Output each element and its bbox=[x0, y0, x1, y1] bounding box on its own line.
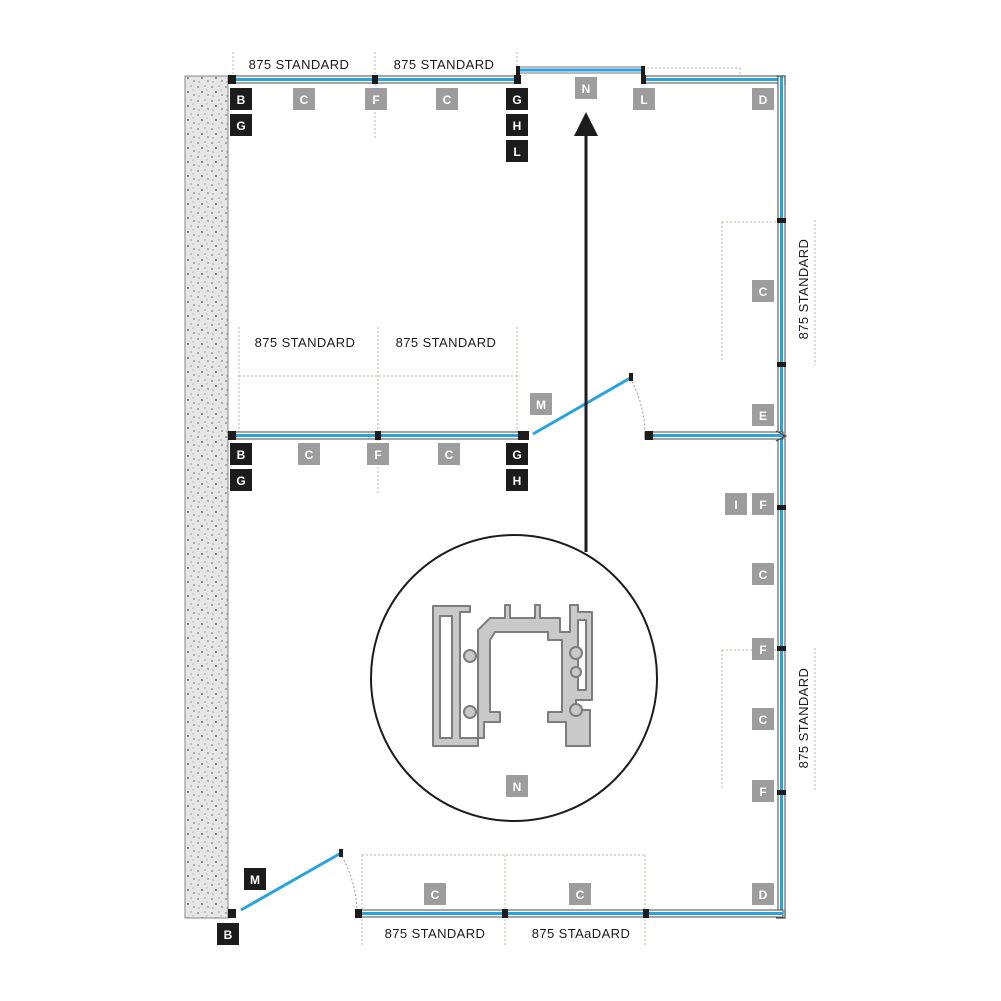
door-swing-arc-mid bbox=[629, 377, 646, 437]
tag-top-c1: C bbox=[293, 88, 315, 110]
tag-top-n: N bbox=[575, 77, 597, 99]
svg-text:N: N bbox=[513, 780, 522, 794]
svg-text:C: C bbox=[445, 448, 454, 462]
svg-text:M: M bbox=[536, 398, 546, 412]
door-swing-arc-bottom bbox=[339, 852, 358, 914]
tag-top-g2: G bbox=[506, 88, 528, 110]
dim-mid-2: 875 STANDARD bbox=[396, 335, 497, 350]
svg-text:F: F bbox=[759, 498, 766, 512]
corner-bottom-right bbox=[776, 909, 786, 919]
svg-text:L: L bbox=[640, 93, 647, 107]
tag-mid-c2: C bbox=[438, 443, 460, 465]
svg-text:G: G bbox=[512, 448, 521, 462]
partition-top-right bbox=[642, 75, 784, 84]
tag-mid-f: F bbox=[367, 443, 389, 465]
door-mid-leaf bbox=[532, 375, 633, 436]
svg-text:C: C bbox=[759, 568, 768, 582]
tag-bot-c1: C bbox=[424, 883, 446, 905]
tag-top-b: B bbox=[230, 88, 252, 110]
svg-text:G: G bbox=[236, 119, 245, 133]
tag-right-f3: F bbox=[752, 780, 774, 802]
svg-text:F: F bbox=[374, 448, 381, 462]
tag-bot-c2: C bbox=[569, 883, 591, 905]
dim-right-2: 875 STANDARD bbox=[796, 668, 811, 769]
tag-bot-d: D bbox=[752, 883, 774, 905]
tag-right-c2: C bbox=[752, 563, 774, 585]
tag-top-f: F bbox=[365, 88, 387, 110]
tag-right-f1: F bbox=[752, 493, 774, 515]
svg-text:G: G bbox=[236, 474, 245, 488]
tag-top-l1: L bbox=[506, 140, 528, 162]
tag-right-c1: C bbox=[752, 280, 774, 302]
svg-text:E: E bbox=[759, 409, 767, 423]
svg-text:C: C bbox=[431, 888, 440, 902]
dim-bottom-1: 875 STANDARD bbox=[385, 926, 486, 941]
tag-mid-m: M bbox=[530, 393, 552, 415]
dim-mid-1: 875 STANDARD bbox=[255, 335, 356, 350]
profile-section-icon bbox=[432, 604, 593, 747]
tag-top-g1: G bbox=[230, 114, 252, 136]
dim-right-1: 875 STANDARD bbox=[796, 239, 811, 340]
tag-top-l2: L bbox=[633, 88, 655, 110]
svg-text:C: C bbox=[305, 448, 314, 462]
dim-bottom-2: 875 STAaDARD bbox=[532, 926, 631, 941]
svg-text:F: F bbox=[759, 785, 766, 799]
tag-right-i: I bbox=[725, 493, 747, 515]
svg-text:F: F bbox=[372, 93, 379, 107]
dim-top-2: 875 STANDARD bbox=[394, 57, 495, 72]
partition-mid-right bbox=[644, 431, 784, 440]
tag-right-c3: C bbox=[752, 708, 774, 730]
svg-text:B: B bbox=[237, 93, 246, 107]
partition-right-upper bbox=[777, 75, 786, 437]
svg-text:H: H bbox=[513, 474, 522, 488]
svg-text:D: D bbox=[759, 888, 768, 902]
tag-mid-h: H bbox=[506, 469, 528, 491]
dim-top-1: 875 STANDARD bbox=[249, 57, 350, 72]
door-bottom-leaf bbox=[240, 851, 342, 912]
tag-detail-n: N bbox=[506, 775, 528, 797]
posts bbox=[228, 66, 786, 918]
partition-bottom bbox=[356, 909, 784, 918]
svg-text:F: F bbox=[759, 643, 766, 657]
tag-bot-b: B bbox=[217, 923, 239, 945]
svg-text:H: H bbox=[513, 119, 522, 133]
tag-right-f2: F bbox=[752, 638, 774, 660]
tag-mid-c1: C bbox=[298, 443, 320, 465]
svg-text:B: B bbox=[224, 928, 233, 942]
tag-mid-g1: G bbox=[230, 469, 252, 491]
svg-text:C: C bbox=[759, 713, 768, 727]
arrow-up-icon bbox=[574, 112, 598, 552]
concrete-wall bbox=[184, 75, 229, 919]
tags-dark: B G G H L B G G H M B bbox=[217, 88, 528, 945]
svg-text:G: G bbox=[512, 93, 521, 107]
tag-top-c2: C bbox=[436, 88, 458, 110]
tag-right-e: E bbox=[752, 404, 774, 426]
tag-bot-m: M bbox=[244, 868, 266, 890]
tag-top-h: H bbox=[506, 114, 528, 136]
tags-grey: C F C N L D C M E C F C I F C F C F N C … bbox=[293, 77, 774, 905]
svg-text:C: C bbox=[300, 93, 309, 107]
tag-mid-b: B bbox=[230, 443, 252, 465]
door-top bbox=[518, 66, 643, 74]
corner-top-right bbox=[776, 75, 786, 85]
svg-text:M: M bbox=[250, 873, 260, 887]
svg-text:N: N bbox=[582, 82, 591, 96]
svg-text:C: C bbox=[443, 93, 452, 107]
svg-text:I: I bbox=[734, 498, 737, 512]
svg-text:C: C bbox=[576, 888, 585, 902]
svg-text:L: L bbox=[513, 145, 520, 159]
tag-mid-g2: G bbox=[506, 443, 528, 465]
svg-text:C: C bbox=[759, 285, 768, 299]
tag-top-d: D bbox=[752, 88, 774, 110]
svg-text:B: B bbox=[237, 448, 246, 462]
corner-mid-right bbox=[775, 430, 788, 442]
svg-text:D: D bbox=[759, 93, 768, 107]
